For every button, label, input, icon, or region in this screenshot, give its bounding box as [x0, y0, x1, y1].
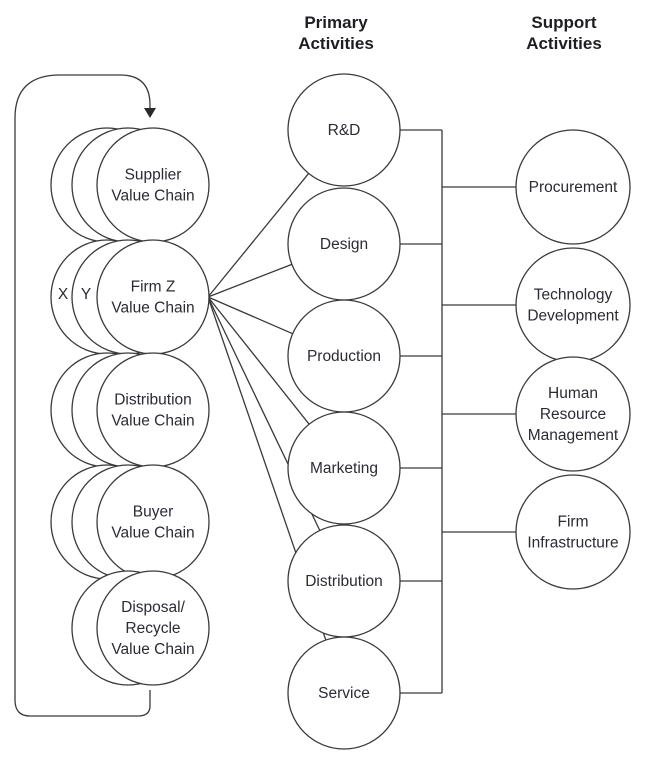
primary-header-line-2: Activities [298, 34, 374, 53]
value-chain-label-line: Value Chain [111, 525, 194, 542]
primary-support-bus [400, 129, 516, 694]
primary-activity-circle [287, 636, 401, 750]
value-chain-label-line: Value Chain [111, 413, 194, 430]
value-chain-circle [96, 239, 210, 355]
primary-activity[interactable]: Design [287, 187, 401, 301]
feedback-loop-arrow [14, 74, 151, 717]
support-activity-label-line: Procurement [529, 179, 618, 196]
support-activity-label-line: Management [528, 427, 619, 444]
value-chain-label-line: Distribution [114, 392, 192, 409]
primary-activity[interactable]: Service [287, 636, 401, 750]
value-chain-circle [96, 570, 210, 686]
value-chain-label-line: Buyer [133, 504, 174, 521]
primary-header-line-1: Primary [304, 13, 368, 32]
link-firm-to-1 [207, 263, 293, 298]
value-chain-circle [96, 464, 210, 580]
primary-activity[interactable]: Distribution [287, 524, 401, 638]
support-activity-circle [515, 247, 631, 363]
primary-activity[interactable]: Marketing [287, 411, 401, 525]
link-firm-to-3 [207, 296, 310, 425]
support-activity-circle [515, 129, 631, 245]
primary-activities-header: Primary Activities [298, 13, 374, 53]
value-chain-label-line: Value Chain [111, 300, 194, 317]
support-activity-label-line: Technology [534, 287, 613, 304]
support-activity-circle [515, 474, 631, 590]
primary-activity[interactable]: R&D [287, 73, 401, 187]
support-activity-label-line: Firm [558, 514, 589, 531]
value-chain-label-line: Disposal/ [121, 599, 185, 616]
arrowhead-icon [144, 108, 156, 118]
value-chain-label-line: Value Chain [111, 641, 194, 658]
link-firm-to-0 [207, 173, 310, 298]
primary-activity-label: Production [307, 348, 381, 365]
support-activity[interactable]: Procurement [515, 129, 631, 245]
support-activity-label-line: Development [527, 308, 619, 325]
support-header-line-1: Support [531, 13, 596, 32]
support-activity-circle [515, 356, 631, 472]
support-header-line-2: Activities [526, 34, 602, 53]
value-chain-label-line: Recycle [125, 620, 180, 637]
primary-activity-label: Service [318, 685, 370, 702]
support-activity-label-line: Resource [540, 406, 606, 423]
value-chain-circle [96, 127, 210, 243]
primary-activity[interactable]: Production [287, 299, 401, 413]
support-activity-label-line: Infrastructure [527, 535, 618, 552]
primary-activity-label: Marketing [310, 460, 378, 477]
primary-activity-label: Design [320, 236, 368, 253]
layer-label-y: Y [81, 286, 91, 303]
value-chain-circle [96, 352, 210, 468]
primary-activity-circle [287, 73, 401, 187]
support-activities-header: Support Activities [526, 13, 602, 53]
value-chain-label-line: Supplier [125, 167, 182, 184]
value-chain-label-line: Value Chain [111, 188, 194, 205]
primary-activity-label: R&D [328, 122, 361, 139]
support-activity-label-line: Human [548, 385, 598, 402]
primary-activity-label: Distribution [305, 573, 383, 590]
value-chain-label-line: Firm Z [131, 279, 176, 296]
primary-activity-circle [287, 411, 401, 525]
link-firm-to-2 [207, 296, 293, 335]
support-activities: ProcurementTechnologyDevelopmentHumanRes… [515, 129, 631, 590]
layer-label-x: X [58, 286, 69, 303]
primary-activities: R&D DesignProductionMarketingDistribution… [287, 73, 401, 750]
